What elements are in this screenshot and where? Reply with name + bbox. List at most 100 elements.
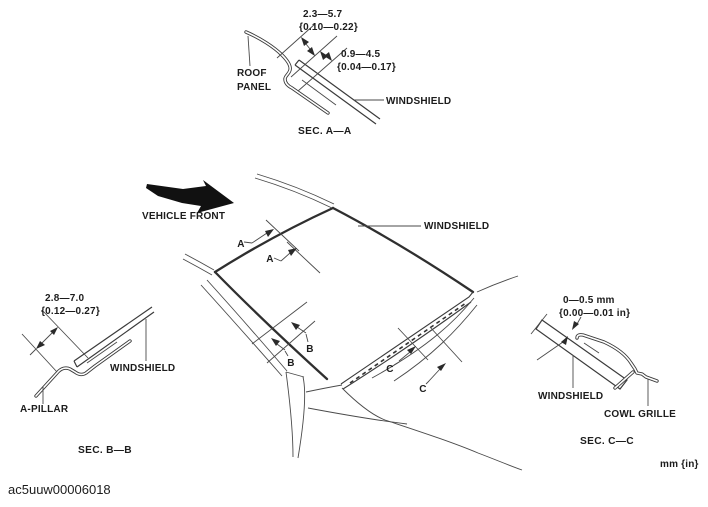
dim-extension-line	[297, 47, 348, 92]
sec-c-gap-in: {0.00—0.01 in}	[559, 308, 630, 319]
cowl-grille-rib-inner	[614, 371, 634, 389]
hood-sweep	[307, 407, 408, 425]
sec-a-gap2-mm: 0.9—4.5	[341, 49, 380, 60]
section-c-arrow-line	[393, 351, 411, 366]
a-pillar-line	[182, 258, 213, 276]
a-pillar-line	[206, 279, 288, 372]
cowl-top-line	[305, 384, 343, 393]
adhesive-line	[86, 341, 118, 364]
cowl-grille-label: COWL GRILLE	[604, 409, 676, 420]
section-a-marker: A	[237, 239, 244, 250]
cowl-edge	[340, 291, 474, 385]
section-b-arrow-line	[276, 343, 289, 357]
figure-code: ac5uuw00006018	[8, 482, 111, 497]
dim-extension-line	[276, 23, 316, 59]
section-a-arrow-line	[273, 252, 291, 262]
windshield-glass-section	[73, 306, 155, 368]
roof-panel-profile-inner	[245, 31, 329, 114]
sec-a-drawing: 2.3—5.7 {0.10—0.22} 0.9—4.5 {0.04—0.17} …	[237, 9, 451, 137]
section-a-cut-line	[265, 219, 300, 252]
body-seam-line	[285, 371, 294, 458]
windshield-right-edge	[331, 206, 475, 294]
section-b-marker: B	[287, 358, 294, 369]
dim-extension-line	[530, 313, 548, 335]
section-c-marker: C	[386, 364, 393, 375]
sec-c-caption: SEC. C—C	[580, 436, 634, 447]
dim-arrowhead	[572, 321, 579, 330]
section-c-cut-line	[397, 327, 429, 361]
section-b-cut-line	[266, 320, 316, 364]
cowl-grille-profile-inner	[576, 334, 658, 382]
dim-extension-line	[21, 333, 58, 373]
windshield-top-edge	[213, 206, 335, 274]
sec-b-caption: SEC. B—B	[78, 445, 132, 456]
section-b-marker: B	[306, 344, 313, 355]
windshield-left-edge	[213, 270, 329, 381]
section-a-marker: A	[266, 254, 273, 265]
dim-arrowhead	[50, 327, 58, 335]
section-b-arrowhead	[291, 322, 300, 330]
section-c-arrowhead	[437, 363, 446, 371]
cowl-dashed-line	[349, 302, 467, 384]
roof-panel-label: ROOF	[237, 68, 267, 79]
section-a-arrow-line	[243, 232, 268, 244]
windshield-glass-section	[294, 59, 381, 125]
roof-panel-leader-line	[247, 35, 251, 67]
beltline	[476, 275, 519, 293]
hood-edge	[371, 297, 475, 379]
a-pillar-profile-inner	[35, 340, 131, 397]
sec-a-gap1-in: {0.10—0.22}	[299, 22, 358, 33]
section-c-arrow-line	[425, 368, 441, 385]
dim-arrowhead	[307, 47, 315, 56]
dim-arrowhead	[301, 37, 309, 46]
dim-arrowhead	[561, 336, 568, 345]
a-pillar-line	[200, 284, 283, 377]
section-b-cut-line	[251, 301, 308, 345]
section-b-arrow-line	[296, 326, 309, 343]
sec-b-gap-mm: 2.8—7.0	[45, 293, 84, 304]
sec-c-gap-mm: 0—0.5 mm	[563, 295, 615, 306]
windshield-label: WINDSHIELD	[538, 391, 603, 402]
section-a-cut-line	[286, 241, 321, 274]
section-c-arrowhead	[407, 346, 416, 354]
roof-panel-label: PANEL	[237, 82, 271, 93]
section-c-marker: C	[419, 384, 426, 395]
dim-extension-line	[536, 341, 564, 361]
roof-outline	[256, 173, 335, 205]
dim-extension-line	[290, 35, 338, 78]
overview-drawing: A A B B C C WINDSHIELD VEHICLE FRONT	[142, 173, 523, 471]
windshield-glass-section	[535, 319, 628, 390]
windshield-label: WINDSHIELD	[386, 96, 451, 107]
section-b-arrowhead	[271, 338, 280, 346]
dim-arrowhead	[324, 52, 332, 61]
sec-a-caption: SEC. A—A	[298, 126, 352, 137]
windshield-label: WINDSHIELD	[110, 363, 175, 374]
section-a-arrowhead	[265, 229, 274, 237]
section-a-arrowhead	[288, 248, 297, 256]
cowl-edge	[342, 301, 472, 390]
dim-arrowhead	[36, 341, 45, 349]
sec-a-gap1-mm: 2.3—5.7	[303, 9, 342, 20]
sec-b-drawing: 2.8—7.0 {0.12—0.27} WINDSHIELD A-PILLAR …	[20, 293, 175, 456]
roof-outline	[254, 177, 333, 209]
hood-edge	[393, 304, 478, 382]
sec-a-gap2-in: {0.04—0.17}	[337, 62, 396, 73]
adhesive-line	[301, 79, 337, 106]
a-pillar-line	[184, 253, 215, 271]
dim-arrowhead	[320, 51, 328, 60]
vehicle-front-arrow-icon	[146, 180, 234, 213]
sec-b-gap-in: {0.12—0.27}	[41, 306, 100, 317]
a-pillar-label: A-PILLAR	[20, 404, 69, 415]
section-c-cut-line	[429, 326, 463, 363]
units-note: mm {in}	[660, 459, 699, 470]
windshield-label: WINDSHIELD	[424, 221, 489, 232]
body-seam-line	[285, 371, 305, 378]
dim-leader-line	[576, 316, 582, 325]
dim-extension-line	[41, 309, 89, 359]
hood-sweep	[341, 387, 523, 471]
sec-c-drawing: 0—0.5 mm {0.00—0.01 in} WINDSHIELD COWL …	[530, 295, 676, 447]
vehicle-front-label: VEHICLE FRONT	[142, 211, 225, 222]
cowl-grille-underside-line	[583, 342, 600, 354]
